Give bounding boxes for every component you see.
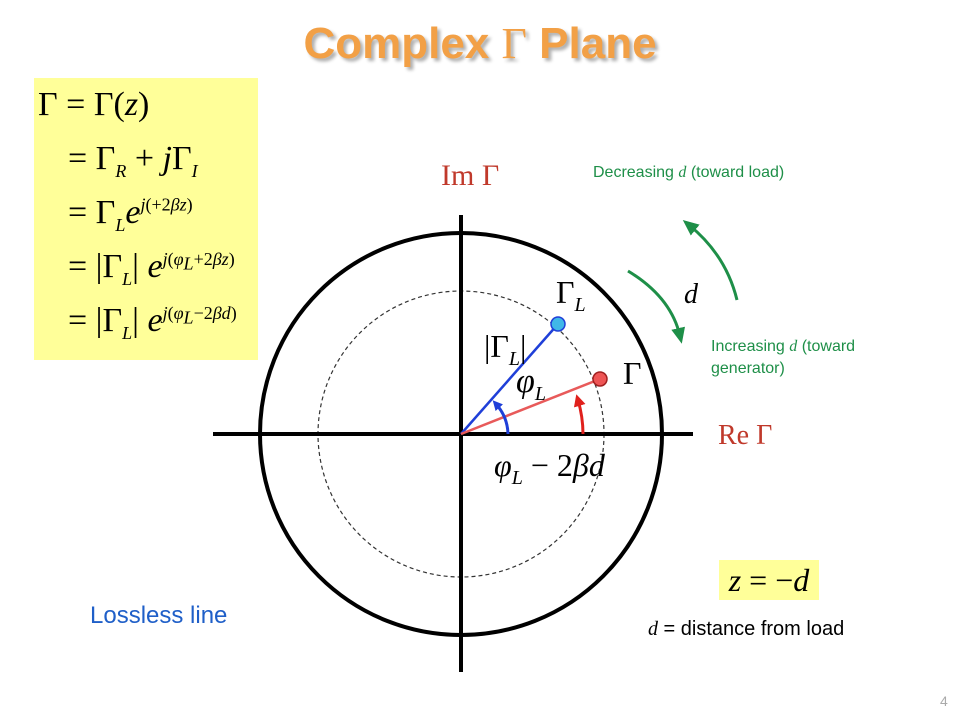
imaginary-axis-label: Im Γ [441,159,499,192]
phase-shift-arc [573,394,586,435]
phi-L-arc [492,400,510,435]
phase-shifted-label: φL − 2βd [494,447,606,489]
gamma-point [592,371,608,387]
phi-L-label: φL [516,363,546,405]
gamma-L-label: ΓL [556,274,586,316]
constraint-box: z = −d [719,560,819,600]
gamma-L-vector [460,323,559,435]
decreasing-d-arrow [682,219,739,301]
equation-line-5: = |ΓL| ej(φL−2βd) [68,302,237,343]
gamma-L-point [550,316,566,332]
decreasing-d-label: Decreasing d (toward load) [593,164,785,181]
equation-line-2: = ΓR + jΓI [68,140,198,181]
equation-box: Γ = Γ(z) = ΓR + jΓI = ΓLej(+2βz) = |ΓL| … [34,78,258,360]
d-symbol-label: d [684,279,699,310]
gamma-symbol: Γ [501,19,527,68]
equation-line-1: Γ = Γ(z) [38,86,150,123]
page-title: Complex Γ Plane [303,19,657,68]
gamma-label: Γ [623,355,642,391]
increasing-d-arrow [627,269,686,344]
distance-note: d = distance from load [648,618,845,640]
gamma-vector [460,377,601,436]
real-axis-label: Re Γ [718,420,772,451]
magnitude-gamma-L-label: |ΓL| [484,328,526,370]
lossless-line-note: Lossless line [90,602,228,629]
equation-line-4: = |ΓL| ej(φL+2βz) [68,248,235,289]
equation-line-3: = ΓLej(+2βz) [68,194,193,235]
page-number: 4 [940,693,948,709]
